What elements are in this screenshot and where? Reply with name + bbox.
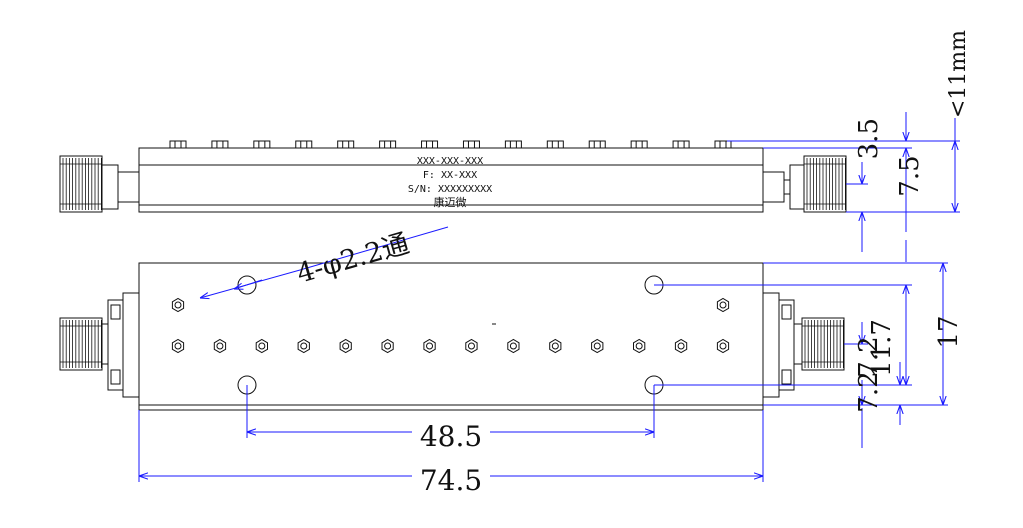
tuning-screw xyxy=(507,338,520,354)
side-tuning-screws xyxy=(169,140,732,149)
left-connector-top xyxy=(59,292,140,398)
tuning-screw xyxy=(255,338,268,354)
dim-hole-edge-offset: 7.2 xyxy=(854,371,884,412)
top-body xyxy=(138,262,764,406)
label-frequency: F: XX-XXX xyxy=(423,170,477,181)
side-screw-head xyxy=(379,140,397,149)
label-model: XXX-XXX-XXX xyxy=(417,156,483,167)
tuning-screw xyxy=(297,338,310,354)
side-screw-head xyxy=(211,140,229,149)
top-tuning-screws xyxy=(171,297,730,354)
tuning-screw xyxy=(716,338,730,354)
tuning-screw xyxy=(633,338,646,354)
dim-body-width: 17 xyxy=(934,315,964,348)
left-connector-side xyxy=(59,155,140,213)
side-screw-head xyxy=(630,140,648,149)
dimensions xyxy=(138,112,960,482)
tuning-screw xyxy=(381,338,394,354)
dim-conn-center-offset: 7.2 xyxy=(854,336,884,377)
label-brand: 康迈微 xyxy=(434,195,467,209)
label-plate: XXX-XXX-XXX F: XX-XXX S/N: XXXXXXXXX 康迈微 xyxy=(408,156,492,209)
tuning-screw xyxy=(591,338,604,354)
side-screw-head xyxy=(169,140,187,149)
tuning-screw xyxy=(423,338,436,354)
side-view xyxy=(59,140,847,213)
side-screw-head xyxy=(337,140,355,149)
dim-body-height: 7.5 xyxy=(895,155,925,196)
dim-body-length: 74.5 xyxy=(420,464,482,497)
tuning-screw xyxy=(339,338,352,354)
side-screw-head xyxy=(504,140,522,149)
side-screw-head xyxy=(714,140,732,149)
side-screw-head xyxy=(421,140,439,149)
right-connector-side xyxy=(762,155,847,213)
side-screw-head xyxy=(588,140,606,149)
label-serial: S/N: XXXXXXXXX xyxy=(408,184,492,195)
side-body xyxy=(138,147,764,213)
right-connector-top xyxy=(762,292,845,398)
dim-height-max: <11mm xyxy=(946,30,971,118)
side-screw-head xyxy=(295,140,313,149)
tuning-screw xyxy=(171,338,185,354)
tuning-screw xyxy=(465,338,478,354)
dim-hole-spacing-y: 11.7 xyxy=(867,319,897,377)
dim-conn-top-offset: 3.5 xyxy=(854,118,884,159)
side-screw-head xyxy=(462,140,480,149)
tuning-screw xyxy=(549,338,562,354)
side-screw-head xyxy=(672,140,690,149)
tuning-screw xyxy=(674,338,688,354)
side-screw-head xyxy=(546,140,564,149)
dim-hole-spacing-x: 48.5 xyxy=(420,420,482,453)
tuning-screw xyxy=(213,338,227,354)
tuning-screw xyxy=(716,297,730,313)
side-screw-head xyxy=(253,140,271,149)
tuning-screw xyxy=(171,297,185,313)
